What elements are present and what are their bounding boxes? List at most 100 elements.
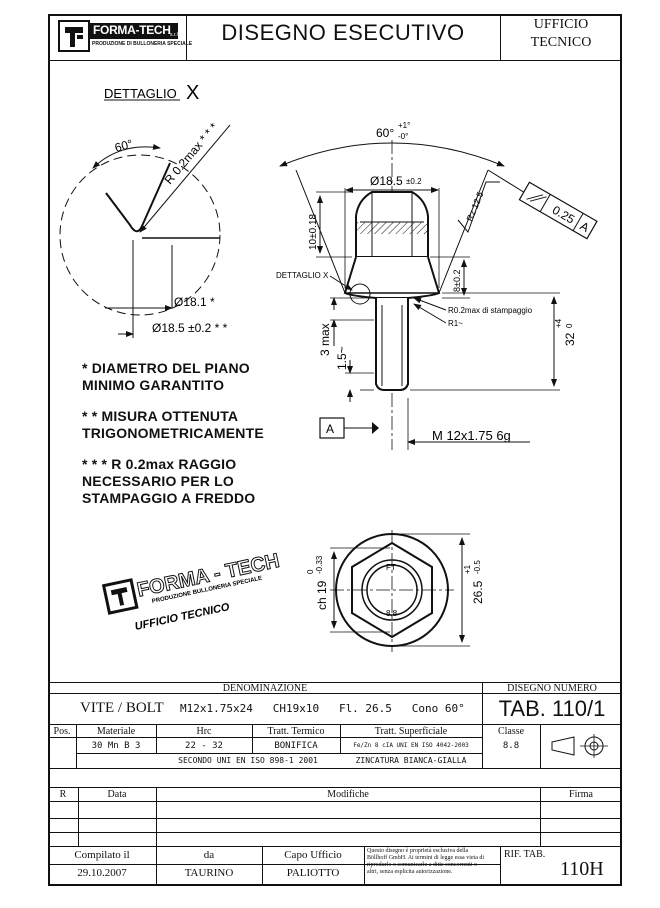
tb-vline — [262, 846, 263, 886]
header-divider-left — [186, 14, 187, 60]
col-firma: Firma — [569, 789, 593, 800]
tb-line — [76, 753, 482, 754]
cone-angle: 60° — [376, 126, 394, 140]
length-tol-upper: +4 — [554, 318, 563, 328]
legal-line4: altri, senza esplicita autorizzazione. — [367, 869, 453, 875]
item-spec: M12x1.75x24 CH19x10 Fl. 26.5 Cono 60° — [180, 702, 465, 715]
relief-dim: 3 max — [318, 323, 332, 356]
rif-value: 110H — [560, 858, 604, 880]
col-materiale: Materiale — [96, 726, 136, 737]
tb-vline — [340, 724, 341, 753]
tb-vline — [540, 724, 541, 768]
tb-line — [48, 846, 622, 847]
datum-a: A — [326, 422, 334, 436]
detail-dim1: Ø18.1 * — [174, 295, 215, 309]
office-line2: TECNICO — [530, 35, 592, 50]
bolt-top-view — [330, 530, 470, 652]
tb-line — [48, 801, 622, 802]
flange-diameter-tol: ±0.2 — [406, 177, 422, 186]
detail-x-view — [59, 99, 231, 338]
col-modifiche: Modifiche — [327, 789, 369, 800]
header-divider — [48, 60, 622, 61]
detail-radius: R 0.2max * * * — [162, 120, 221, 187]
detail-title: DETTAGLIO — [104, 86, 177, 101]
logo-icon — [58, 20, 178, 52]
rif-label: RIF. TAB. — [504, 849, 546, 860]
note-1: * DIAMETRO DEL PIANO MINIMO GARANTITO — [82, 360, 250, 394]
stamp-logo-icon — [101, 578, 139, 615]
head-height: 10±0.18 — [308, 213, 319, 250]
da-value: TAURINO — [184, 867, 234, 879]
capo-label: Capo Ufficio — [284, 849, 342, 861]
tb-line — [48, 864, 500, 865]
note-2: * * MISURA OTTENUTA TRIGONOMETRICAMENTE — [82, 408, 264, 442]
tb-vline — [482, 682, 483, 768]
tb-vline — [364, 846, 365, 886]
head-mark-brand: FT — [386, 563, 396, 572]
logo-suffix: s.r.l. — [170, 32, 180, 38]
col-pos: Pos. — [53, 726, 71, 737]
office-stamp: FORMA - TECH PRODUZIONE BULLONERIA SPECI… — [101, 549, 282, 633]
tb-vline — [252, 724, 253, 753]
detail-angle: 60° — [113, 137, 134, 155]
hex-size: ch 19 — [315, 580, 329, 610]
head-mark-class: 8.8 — [386, 609, 398, 618]
da-label: da — [203, 849, 215, 861]
logo-name: FORMA-TECH — [93, 23, 171, 37]
bolt-side-view — [279, 140, 598, 450]
tb-line — [48, 768, 622, 769]
tb-line — [48, 693, 622, 694]
col-superficiale: Tratt. Superficiale — [374, 726, 448, 737]
tb-line — [48, 818, 622, 819]
office-label: UFFICIO TECNICO — [500, 16, 622, 52]
projection-symbol-icon — [551, 734, 608, 758]
tb-vline — [156, 787, 157, 846]
hex-tol-lower: -0.33 — [315, 555, 324, 574]
logo-subtitle: PRODUZIONE DI BULLONERIA SPECIALE — [92, 41, 193, 47]
col-termico: Tratt. Termico — [267, 726, 325, 737]
col-hrc: Hrc — [196, 726, 212, 737]
cone-angle-tol-lower: -0° — [398, 132, 408, 141]
legal-line1: Questo disegno è proprietà esclusiva del… — [367, 848, 469, 854]
tb-vline — [540, 787, 541, 846]
page-title: DISEGNO ESECUTIVO — [221, 20, 465, 45]
length-value: 32 — [563, 332, 577, 346]
office-line1: UFFICIO — [533, 17, 589, 32]
note-3-line1: * * * R 0.2max RAGGIO — [82, 456, 237, 472]
detail-x-label: DETTAGLIO X — [276, 271, 329, 280]
col-classe: Classe — [497, 726, 525, 737]
company-logo: FORMA-TECH s.r.l. PRODUZIONE DI BULLONER… — [58, 20, 192, 54]
note-3-line2: NECESSARIO PER LO — [82, 473, 234, 489]
tb-vline — [78, 787, 79, 846]
norma-value: SECONDO UNI EN ISO 898-1 2001 — [178, 756, 318, 765]
tb-top-line — [48, 682, 622, 683]
detail-letter: X — [186, 82, 199, 104]
denominazione-label: DENOMINAZIONE — [222, 683, 308, 694]
note-1-line2: MINIMO GARANTITO — [82, 377, 225, 393]
drawing-number: TAB. 110/1 — [498, 696, 606, 721]
drawing-sheet — [48, 14, 622, 886]
tb-vline — [500, 846, 501, 886]
flange-tol-lower: -0.5 — [473, 560, 482, 574]
technical-drawing: DETTAGLIO X 60° R 0.2max * * * Ø18.1 * Ø… — [59, 82, 598, 652]
tb-line — [48, 737, 482, 738]
flange-height: 8±0.2 — [452, 270, 462, 292]
note-3: * * * R 0.2max RAGGIO NECESSARIO PER LO … — [82, 456, 255, 507]
header-divider-right — [500, 14, 501, 60]
note-3-line3: STAMPAGGIO A FREDDO — [82, 490, 256, 506]
thread-run-dim: 1.5~ — [335, 346, 349, 370]
legal-line3: riprodurlo o comunicarlo a ditte concorr… — [367, 862, 477, 868]
classe-value: 8.8 — [502, 741, 520, 751]
hex-tol-upper: 0 — [306, 569, 315, 574]
note-2-line2: TRIGONOMETRICAMENTE — [82, 425, 264, 441]
hrc-value: 22 - 32 — [185, 741, 223, 751]
roughness-value: Rz 12.5 — [465, 190, 486, 223]
flange-size: 26.5 — [471, 580, 485, 604]
tb-vline — [76, 724, 77, 768]
materiale-value: 30 Mn B 3 — [91, 741, 141, 751]
tb-line — [48, 832, 622, 833]
detail-dim2: Ø18.5 ±0.2 * * — [152, 321, 228, 335]
compilato-label: Compilato il — [74, 849, 130, 861]
flange-diameter: Ø18.5 — [370, 174, 403, 188]
stamp-office: UFFICIO TECNICO — [134, 601, 231, 633]
